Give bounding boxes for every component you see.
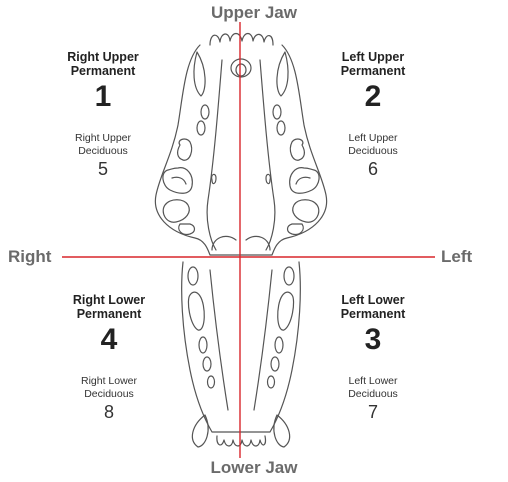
upper-left-canine (276, 51, 289, 97)
upper-incisors (209, 32, 274, 46)
right-lower-permanent-label: Right Lower Permanent (72, 293, 146, 321)
left-lower-permanent-label: Left Lower Permanent (340, 293, 406, 321)
right-upper-deciduous-number: 5 (97, 159, 108, 179)
upper-jaw-outline (154, 44, 328, 256)
palate-inner-left (206, 59, 223, 251)
quadrant-left-lower: Left Lower Permanent 3 Left Lower Decidu… (308, 293, 438, 423)
quadrant-left-upper: Left Upper Permanent 2 Left Upper Decidu… (308, 50, 438, 180)
right-upper-permanent-label: Right Upper Permanent (67, 50, 139, 78)
upper-left-carnassial (289, 167, 320, 194)
lower-incisors (216, 435, 267, 447)
right-lower-deciduous-number: 8 (103, 402, 114, 422)
palate-inner-right (259, 59, 276, 251)
lower-left-canine (273, 414, 291, 448)
left-lower-permanent-number: 3 (364, 323, 382, 356)
quadrant-right-lower: Right Lower Permanent 4 Right Lower Deci… (44, 293, 174, 423)
right-upper-permanent-number: 1 (94, 80, 112, 113)
left-upper-permanent-label: Left Upper Permanent (340, 50, 406, 78)
right-lower-permanent-number: 4 (100, 323, 118, 356)
lower-jaw-outline (181, 261, 301, 433)
upper-jaw-label: Upper Jaw (211, 3, 297, 22)
left-upper-permanent-number: 2 (364, 80, 382, 113)
lower-jaw-inner-right (253, 269, 273, 411)
upper-right-canine (193, 51, 206, 97)
left-upper-deciduous-label: Left Upper Deciduous (348, 132, 398, 157)
right-lower-deciduous-label: Right Lower Deciduous (80, 375, 138, 400)
right-upper-deciduous-label: Right Upper Deciduous (74, 132, 132, 157)
lower-right-canine (191, 414, 209, 448)
left-side-label: Left (441, 247, 473, 266)
lower-jaw-inner-left (209, 269, 229, 411)
upper-right-carnassial (162, 167, 193, 194)
left-lower-deciduous-label: Left Lower Deciduous (348, 375, 398, 400)
left-upper-deciduous-number: 6 (367, 159, 378, 179)
lower-jaw-label: Lower Jaw (210, 458, 298, 477)
left-lower-deciduous-number: 7 (367, 402, 378, 422)
right-side-label: Right (8, 247, 52, 266)
quadrant-right-upper: Right Upper Permanent 1 Right Upper Deci… (38, 50, 168, 180)
